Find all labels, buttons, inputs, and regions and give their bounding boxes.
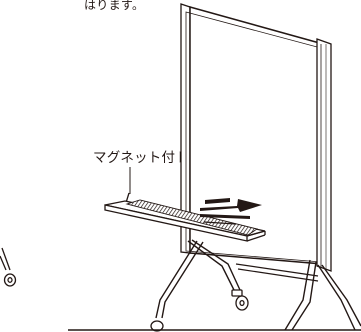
left-wheel-fragment <box>0 247 17 287</box>
slide-arrow-icon <box>200 198 262 225</box>
magnetic-tray <box>104 192 266 242</box>
caster-wheels <box>150 289 249 332</box>
top-caption-text: はります。 <box>84 0 145 12</box>
stand-frame <box>155 239 361 331</box>
